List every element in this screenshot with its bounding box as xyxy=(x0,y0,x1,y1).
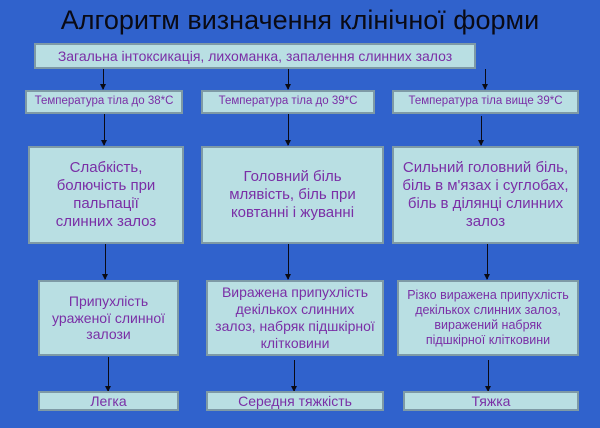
temperature-node-moderate: Температура тіла до 39*С xyxy=(201,90,375,114)
arrow-root-to-temp-1 xyxy=(100,69,106,90)
arrow-symptoms-to-swelling-3 xyxy=(484,244,490,280)
swelling-node-moderate: Виражена припухлість декількох слинних з… xyxy=(206,280,384,356)
arrow-temp-to-symptoms-1 xyxy=(101,114,107,146)
outcome-node-mild: Легка xyxy=(38,391,179,411)
symptoms-node-moderate: Головний біль млявість, біль при ковтанн… xyxy=(201,146,384,244)
swelling-node-severe: Різко виражена припухлість декількох сли… xyxy=(397,280,579,356)
swelling-node-mild: Припухлість ураженої слинної залози xyxy=(38,280,179,356)
arrow-temp-to-symptoms-3 xyxy=(478,116,484,146)
arrow-swelling-to-outcome-1 xyxy=(105,357,111,392)
root-node: Загальна інтоксикація, лихоманка, запале… xyxy=(34,43,476,69)
outcome-node-severe: Тяжка xyxy=(403,391,579,411)
arrow-root-to-temp-2 xyxy=(285,69,291,90)
symptoms-node-mild: Слабкість, болючість при пальпації слинн… xyxy=(28,146,184,244)
temperature-node-mild: Температура тіла до 38*С xyxy=(25,90,183,114)
symptoms-node-severe: Сильний головний біль, біль в м'язах і с… xyxy=(392,146,579,244)
arrow-swelling-to-outcome-2 xyxy=(291,360,297,392)
arrow-root-to-temp-3 xyxy=(482,69,488,90)
page-title: Алгоритм визначення клінічної форми xyxy=(60,5,540,35)
arrow-temp-to-symptoms-2 xyxy=(285,114,291,146)
outcome-node-moderate: Середня тяжкість xyxy=(206,391,384,411)
temperature-node-severe: Температура тіла вище 39*С xyxy=(392,90,579,114)
arrow-symptoms-to-swelling-1 xyxy=(102,244,108,280)
arrow-swelling-to-outcome-3 xyxy=(485,360,491,392)
arrow-symptoms-to-swelling-2 xyxy=(285,244,291,280)
